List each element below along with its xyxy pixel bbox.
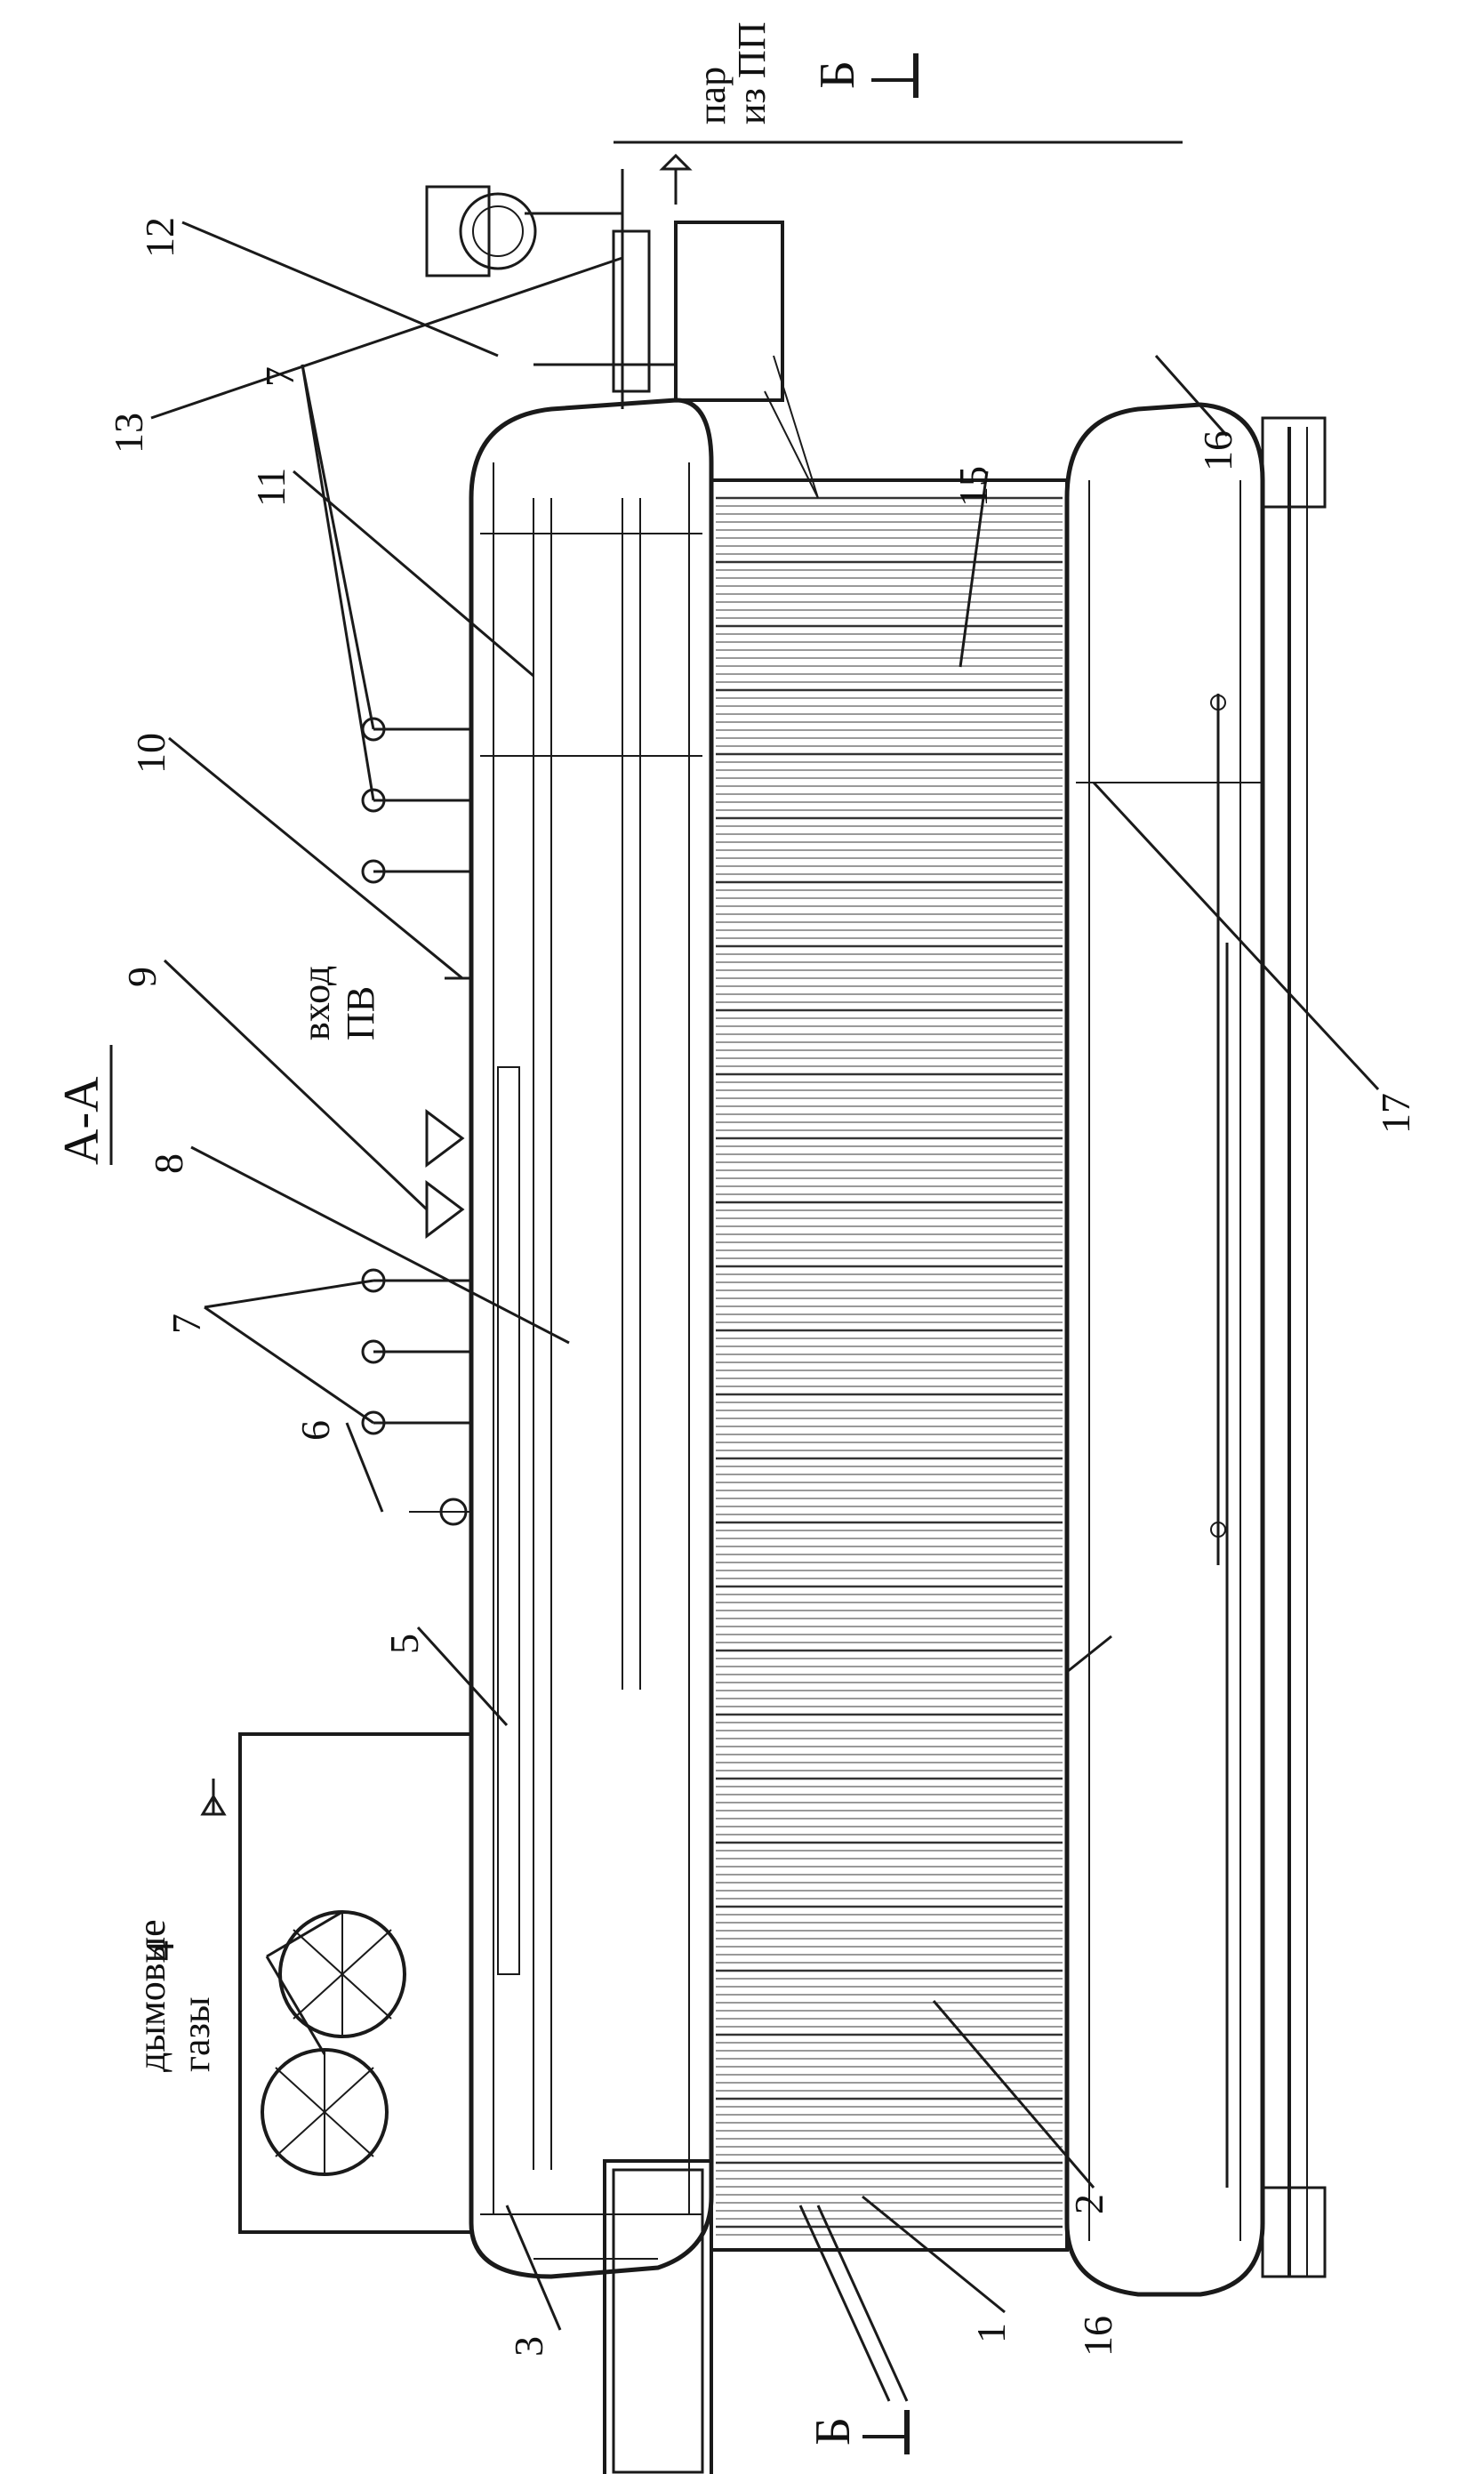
section-title: А-А [54,1076,109,1165]
steam-label-line2: из ПП [730,22,774,125]
steam-label-line1: пар [690,67,734,125]
callout-11: 11 [248,468,293,507]
callout-4: 4 [137,1940,182,1961]
callout-3: 3 [506,2336,551,2357]
callout-16-bottom: 16 [1075,2316,1120,2357]
feedwater-label-line2: ПВ [339,986,382,1040]
flue-gas-label-line2: газы [174,1996,218,2072]
callout-16-top: 16 [1195,430,1240,471]
top-wall-fittings [361,717,471,1526]
cut-mark-bottom-label: Б [806,2417,861,2446]
callout-6: 6 [293,1420,338,1441]
cut-mark-bottom [862,2410,910,2454]
support-frame [1261,416,1327,2278]
callout-13: 13 [106,413,151,454]
flue-gas-label-line1: дымовые [130,1919,173,2072]
feedwater-label-line1: вход [294,966,338,1040]
callout-2: 2 [1066,2194,1111,2214]
upper-drum [469,398,714,2279]
cut-mark-top [871,53,918,98]
callout-12: 12 [137,217,182,258]
annotations: А-А дымовые газы пар из ПП вход ПВ Б Б [54,22,865,2446]
lower-drum [1064,402,1265,2297]
callout-labels: 1 2 3 4 5 6 7 8 9 10 7 11 12 13 15 16 16… [106,217,1418,2357]
callout-1: 1 [968,2323,1014,2343]
steam-outlet-assembly [425,141,1183,499]
flue-gas-duct [238,1732,473,2234]
callout-8: 8 [146,1153,191,1174]
callout-5: 5 [381,1634,427,1654]
convective-tube-bundle [710,478,1069,2252]
callout-7-lower: 7 [164,1313,209,1334]
inlet-box [533,2159,909,2474]
callout-17: 17 [1373,1093,1418,1134]
callout-10: 10 [128,733,173,774]
flue-gas-arrow [200,1779,227,1816]
steam-arrow [659,153,693,205]
leader-lines [150,221,1380,2331]
callout-9: 9 [119,967,164,987]
cut-mark-top-label: Б [810,60,865,89]
callout-7-upper: 7 [257,366,302,387]
callout-15: 15 [951,466,996,507]
